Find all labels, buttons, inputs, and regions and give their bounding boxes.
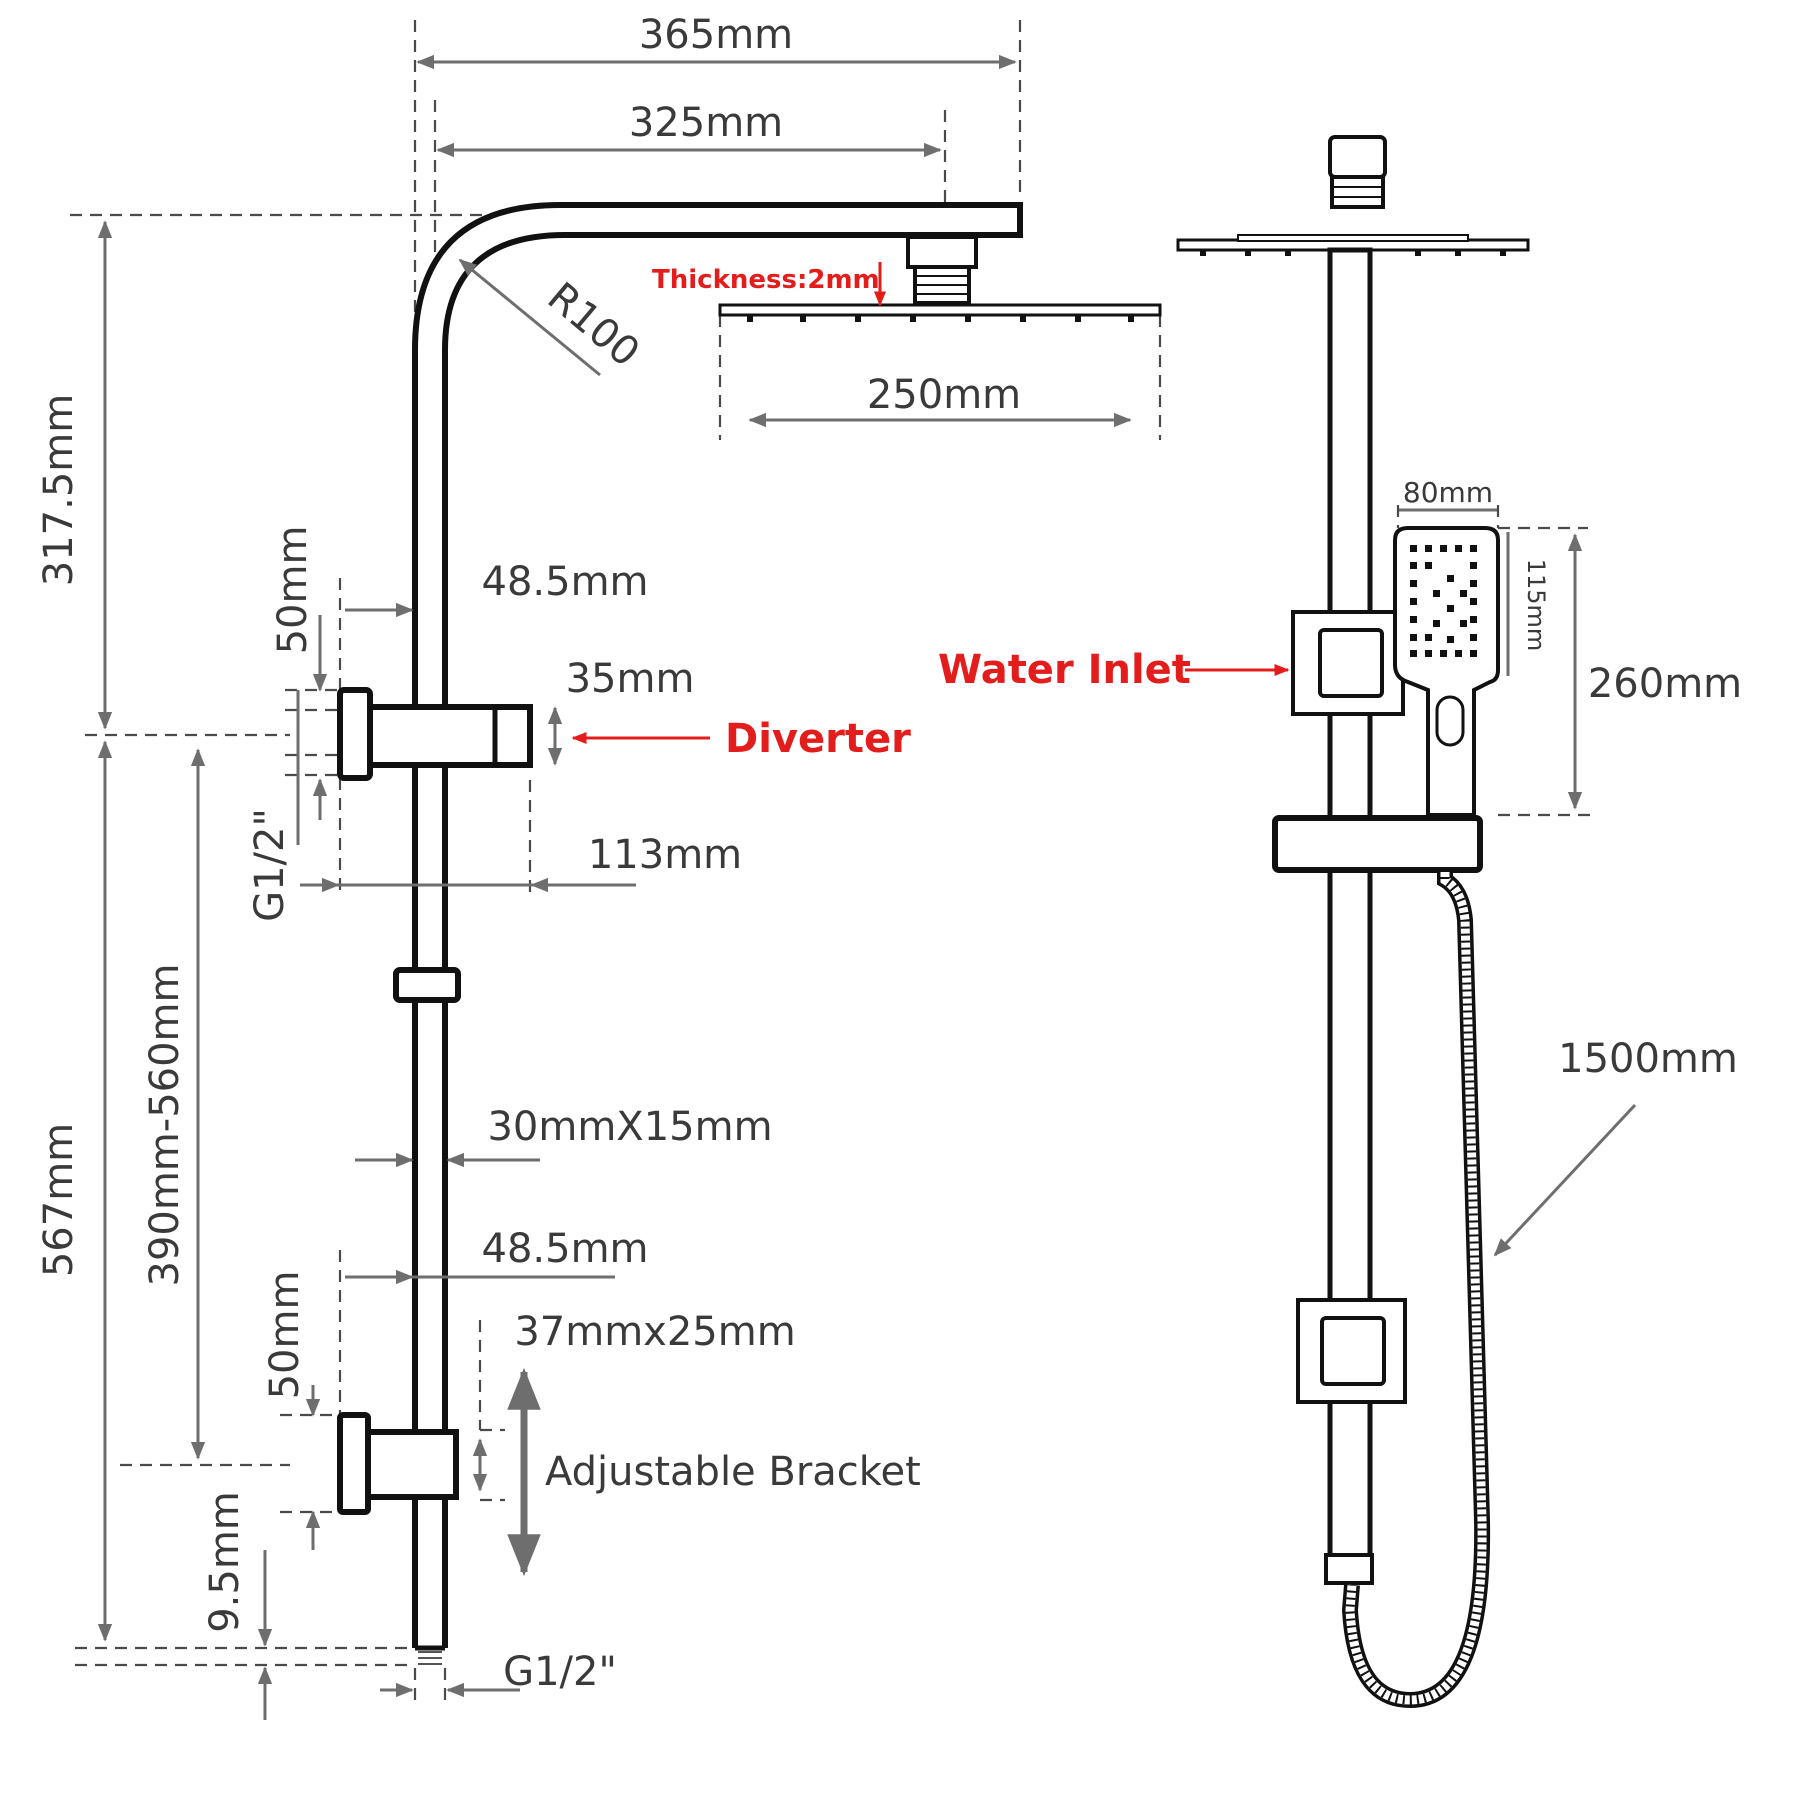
bracket-body xyxy=(337,1412,371,1515)
lower-block xyxy=(1320,1316,1386,1386)
label-95: 9.5mm xyxy=(202,1491,248,1633)
hose-ribs xyxy=(1345,870,1487,1705)
label-485b: 48.5mm xyxy=(482,1226,649,1272)
label-567: 567mm xyxy=(36,1123,82,1277)
label-390: 390mm-560mm xyxy=(142,964,188,1287)
label-317: 317.5mm xyxy=(36,394,82,586)
label-thickness: Thickness:2mm xyxy=(652,265,880,295)
label-250: 250mm xyxy=(867,372,1021,418)
diverter-arm xyxy=(367,704,533,768)
top-mount-neck xyxy=(1330,175,1385,209)
label-bracket: Adjustable Bracket xyxy=(545,1449,921,1495)
label-3725: 37mmx25mm xyxy=(514,1309,795,1355)
rain-shower-head xyxy=(718,303,1162,317)
label-water-inlet: Water Inlet xyxy=(938,647,1191,693)
label-35: 35mm xyxy=(566,656,695,702)
label-g12b: G1/2" xyxy=(503,1649,617,1695)
right-view: 80mm 115mm 260mm Water Inlet 1500mm xyxy=(938,135,1742,1709)
label-1500: 1500mm xyxy=(1558,1036,1738,1082)
riser-bottom xyxy=(1324,1553,1374,1585)
top-mount xyxy=(1328,135,1387,179)
label-325: 325mm xyxy=(629,100,783,146)
label-115: 115mm xyxy=(1522,559,1550,652)
nozzles xyxy=(747,316,1134,322)
label-r100: R100 xyxy=(539,274,648,376)
inlet-block xyxy=(1318,628,1384,698)
label-260: 260mm xyxy=(1588,661,1742,707)
label-50b: 50mm xyxy=(262,1271,308,1400)
label-485a: 48.5mm xyxy=(482,559,649,605)
hand-shower xyxy=(1393,526,1500,817)
label-50a: 50mm xyxy=(270,526,316,655)
shower-riser-pipe xyxy=(412,202,1023,1648)
dim-r100 xyxy=(458,258,601,377)
pipe-thread xyxy=(418,1651,442,1665)
label-80: 80mm xyxy=(1403,476,1493,509)
dim-1500-pointer xyxy=(1493,1103,1637,1257)
nozzles-front xyxy=(1200,250,1506,256)
hand-shower-nozzles xyxy=(1410,545,1477,657)
hand-shower-button xyxy=(1435,695,1465,747)
label-113: 113mm xyxy=(588,832,742,878)
slider-collar xyxy=(393,967,461,1003)
swivel-ribs xyxy=(915,275,969,295)
label-g12a: G1/2" xyxy=(247,808,293,922)
label-3015: 30mmX15mm xyxy=(487,1104,772,1150)
bracket-arm xyxy=(365,1429,459,1500)
neck-ribs xyxy=(1332,186,1383,198)
label-365: 365mm xyxy=(639,12,793,58)
hand-shower-holder xyxy=(1272,815,1483,873)
head-connector xyxy=(906,235,978,269)
label-diverter: Diverter xyxy=(725,716,911,762)
rain-head-base xyxy=(1237,234,1469,242)
diverter-body xyxy=(337,687,373,781)
left-view: 365mm 325mm Thickness:2mm R100 250mm 317… xyxy=(36,12,1162,1720)
